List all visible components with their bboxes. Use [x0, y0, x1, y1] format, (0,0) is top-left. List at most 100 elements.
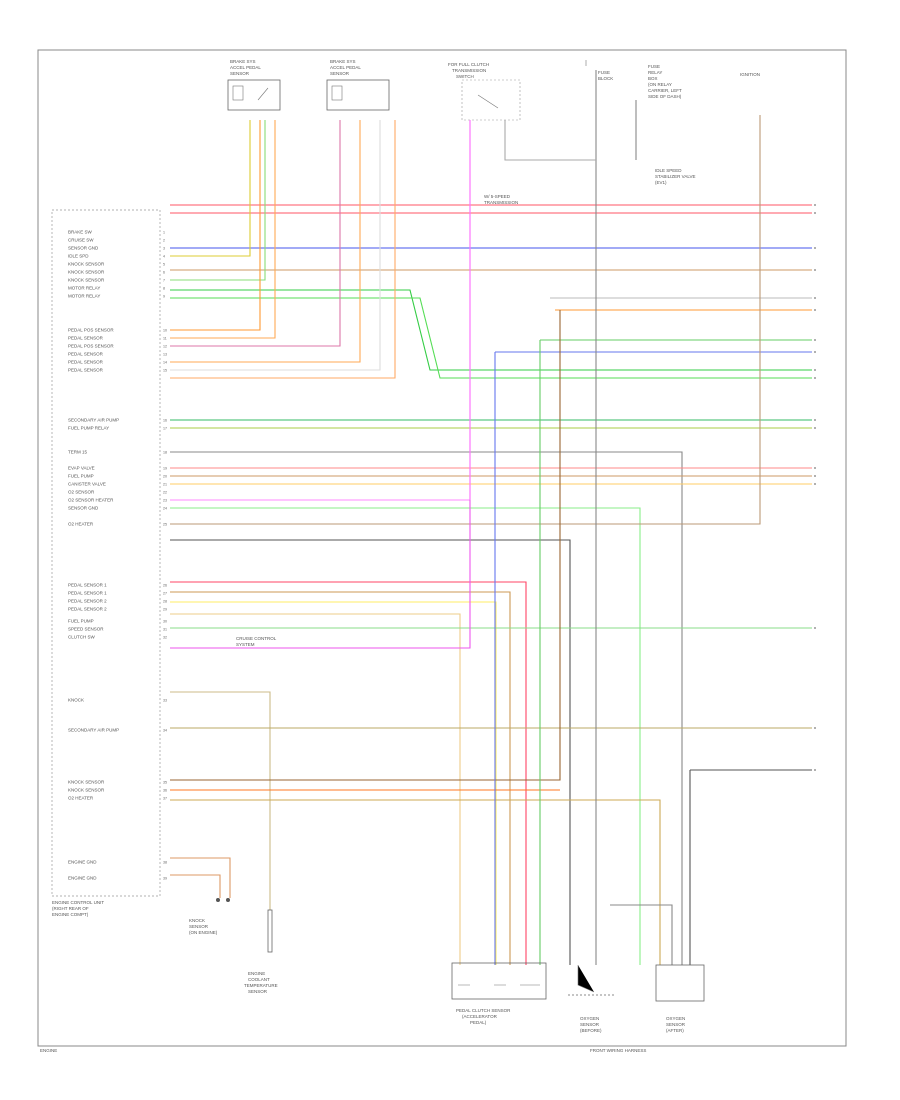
svg-text:RELAY: RELAY	[648, 70, 662, 75]
ecu-pin-number: 6	[163, 271, 165, 275]
ecu-pin-number: 26	[163, 584, 167, 588]
wire-terminal	[814, 369, 816, 371]
wire-terminal	[814, 247, 816, 249]
svg-text:(ACCELERATOR: (ACCELERATOR	[462, 1014, 498, 1019]
ecu-pin-label: PEDAL SENSOR 1	[68, 583, 107, 588]
ecu-pin-label: PEDAL SENSOR	[68, 360, 104, 365]
ecu-pin-label: FUEL PUMP RELAY	[68, 426, 109, 431]
ecu-pin-label: PEDAL SENSOR	[68, 352, 104, 357]
ecu-pin-label: KNOCK SENSOR	[68, 270, 105, 275]
svg-text:FOR FULL CLUTCH: FOR FULL CLUTCH	[448, 62, 489, 67]
wire-terminal	[814, 483, 816, 485]
ecu-pin-label: ENGINE GND	[68, 860, 97, 865]
wire	[170, 289, 812, 371]
ecu-pin-label: O2 SENSOR HEATER	[68, 498, 114, 503]
svg-text:SIDE OF DASH): SIDE OF DASH)	[648, 94, 682, 99]
svg-text:PEDAL): PEDAL)	[470, 1020, 487, 1025]
svg-text:SENSOR: SENSOR	[248, 989, 268, 994]
oxygen-sensor-1: OXYGEN SENSOR (BEFORE)	[568, 965, 614, 1033]
wire	[170, 120, 396, 379]
ecu-pin-number: 9	[163, 295, 165, 299]
wire-terminal	[814, 351, 816, 353]
wire	[610, 904, 673, 965]
wire	[170, 613, 461, 965]
idle-speed-note: IDLE SPEED STABILIZER VALVE (EV1)	[655, 168, 696, 185]
ignition-label: IGNITION	[740, 72, 760, 77]
ecu-pin-number: 22	[163, 491, 167, 495]
ecu-pin-number: 2	[163, 239, 165, 243]
ecu-pin-label: KNOCK SENSOR	[68, 262, 105, 267]
wire-terminal	[814, 419, 816, 421]
wire	[170, 857, 231, 898]
svg-text:SWITCH: SWITCH	[456, 74, 474, 79]
ecu-pin-number: 15	[163, 369, 167, 373]
wire	[170, 539, 571, 965]
ecu-pin-label: MOTOR RELAY	[68, 294, 100, 299]
svg-text:ACCEL PEDAL: ACCEL PEDAL	[330, 65, 361, 70]
svg-text:OXYGEN: OXYGEN	[666, 1016, 685, 1021]
ecu-pin-number: 37	[163, 797, 167, 801]
ecu-pin-number: 29	[163, 608, 167, 612]
wire-terminal	[814, 212, 816, 214]
ecu-pin-number: 12	[163, 345, 167, 349]
ecu-pin-label: CLUTCH SW	[68, 635, 96, 640]
ecu-pin-number: 11	[163, 337, 167, 341]
svg-text:BLOCK: BLOCK	[598, 76, 613, 81]
ecu-pin-label: IDLE SPD	[68, 254, 89, 259]
ecu-pin-label: TERM 15	[68, 450, 88, 455]
ecu-pin-number: 24	[163, 507, 167, 511]
ecu-pin-number: 17	[163, 427, 167, 431]
ecu-pin-label: FUEL PUMP	[68, 619, 94, 624]
ecu-label-2: (RIGHT REAR OF	[52, 906, 89, 911]
ecu-pin-label: PEDAL SENSOR 1	[68, 591, 107, 596]
svg-text:TEMPERATURE: TEMPERATURE	[244, 983, 278, 988]
svg-text:(EV1): (EV1)	[655, 180, 667, 185]
ecu-pin-label: SECONDARY AIR PUMP	[68, 728, 119, 733]
footer-left: ENGINE	[40, 1048, 57, 1053]
ecu-pin-number: 3	[163, 247, 165, 251]
wire	[170, 691, 271, 910]
svg-text:SENSOR: SENSOR	[580, 1022, 600, 1027]
ecu-pin-number: 21	[163, 483, 167, 487]
ecu-pin-number: 4	[163, 255, 165, 259]
brake-sensor-1: BRAKE SYS ACCEL PEDAL SENSOR	[227, 59, 281, 111]
wire	[170, 120, 471, 649]
wire	[170, 310, 561, 781]
wire	[170, 581, 527, 965]
ecu-pin-number: 35	[163, 781, 167, 785]
ecu-pin-number: 20	[163, 475, 167, 479]
svg-text:ENGINE: ENGINE	[248, 971, 265, 976]
ecu-pin-label: SENSOR GND	[68, 246, 99, 251]
ecu-pin-label: O2 HEATER	[68, 522, 94, 527]
ecu-pin-label: BRAKE SW	[68, 230, 93, 235]
ecu-pin-label: KNOCK	[68, 698, 84, 703]
wire	[170, 507, 641, 965]
svg-text:FUSE: FUSE	[598, 70, 610, 75]
ecu-pin-label: KNOCK SENSOR	[68, 278, 105, 283]
ecu-pin-label: PEDAL SENSOR 2	[68, 607, 107, 612]
oxygen-sensor-2: OXYGEN SENSOR (AFTER)	[655, 964, 705, 1033]
ecu-pin-label: O2 HEATER	[68, 796, 94, 801]
fuse-block: FUSE BLOCK	[585, 60, 613, 81]
svg-text:IDLE SPEED: IDLE SPEED	[655, 168, 682, 173]
wire	[170, 297, 812, 379]
ecu-pin-label: PEDAL POS SENSOR	[68, 328, 114, 333]
ecu-label-3: ENGINE COMPT)	[52, 912, 89, 917]
wire	[170, 874, 221, 898]
wire	[504, 120, 596, 161]
svg-text:(AFTER): (AFTER)	[666, 1028, 684, 1033]
ecu-pin-label: KNOCK SENSOR	[68, 788, 105, 793]
wire	[170, 451, 683, 965]
svg-text:KNOCK: KNOCK	[189, 918, 205, 923]
wire	[170, 799, 661, 965]
footer-center: FRONT WIRING HARNESS	[590, 1048, 646, 1053]
ecu-pin-label: PEDAL SENSOR	[68, 336, 104, 341]
ecu-pin-number: 23	[163, 499, 167, 503]
ecu-pin-number: 38	[163, 861, 167, 865]
ecu-pin-number: 34	[163, 729, 167, 733]
wire-terminal	[814, 339, 816, 341]
trans-note-1: W/ 5-SPEED	[484, 194, 511, 199]
svg-text:BOX: BOX	[648, 76, 658, 81]
ecu-pin-label: CRUISE SW	[68, 238, 94, 243]
